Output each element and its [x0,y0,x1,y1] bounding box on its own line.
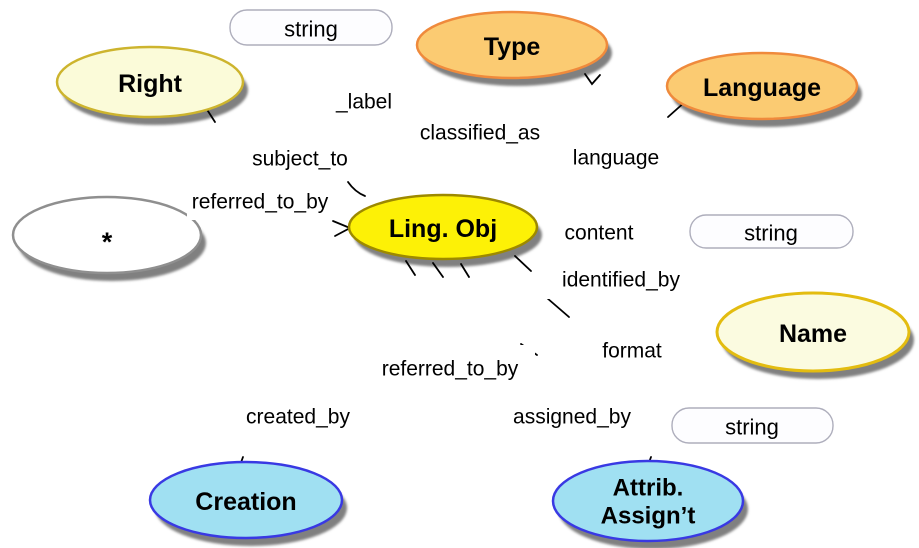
edge-label-referred-to-by-lower: referred_to_by [382,358,519,381]
node-lingobj-label: Ling. Obj [389,215,497,243]
edge-labels: _label classified_as language subject_to… [187,80,697,439]
node-type-label: Type [484,33,541,61]
edge-stub-identified-by-down [546,297,570,318]
datatype-string-top-label: string [284,17,338,42]
datatype-string-right [689,214,854,249]
edge-label-label-prop: _label [335,91,392,114]
node-right [55,45,245,119]
node-star-label: * [102,227,113,257]
edge-label-assigned-by: assigned_by [513,406,631,429]
node-name [715,291,911,373]
edge-label-language: language [573,147,659,170]
edge-stub-subject-to-to-lingobj [347,181,366,197]
datatype-string-top [229,9,393,46]
datatype-string-bottom [671,407,834,444]
edge-label-identified-by: identified_by [562,269,680,292]
node-lingobj [347,193,539,261]
datatype-string-right-label: string [744,221,798,246]
edge-label-referred-to-by-upper: referred_to_by [192,191,329,214]
edge-stub-lingobj-bottom-1 [405,260,416,276]
edge-label-classified-as: classified_as [420,122,540,145]
datatype-pills: string string string [229,9,854,444]
node-language-label: Language [703,74,821,102]
datatype-string-bottom-label: string [725,415,779,440]
node-type [415,10,609,80]
node-creation [148,460,344,540]
node-star [11,195,203,275]
edge-label-box-classified-as [403,112,558,154]
edge-label-box-format [588,327,676,373]
edge-label-box-label-prop [320,80,408,123]
node-creation-label: Creation [195,488,296,516]
edge-label-created-by: created_by [246,406,350,429]
node-attrib-label-line1: Attrib. [613,475,684,502]
nodes: Right Type Language * Ling. Obj Name Cre… [11,10,911,543]
edge-stub-lingobj-bottom-3 [460,263,470,278]
node-name-label: Name [779,320,847,348]
edge-stub-under-type [584,73,601,86]
node-attrib-label-line2: Assign’t [601,503,696,530]
edge-label-format: format [602,340,662,363]
edge-label-box-referred-to-by-upper [187,184,334,220]
node-language [665,51,859,121]
node-right-label: Right [118,70,183,98]
edge-stub-lingobj-bottom-4 [514,255,532,272]
edge-label-box-subject-to [236,138,364,178]
edge-label-box-created-by [235,394,361,439]
edge-label-box-assigned-by [498,394,647,438]
edge-label-box-blank [368,397,498,438]
node-attrib-assignment [551,459,745,543]
edge-label-box-referred-to-by-lower [365,345,535,392]
edge-label-content: content [565,222,634,245]
edge-label-subject-to: subject_to [252,148,348,171]
edge-label-box-identified-by [546,260,697,299]
edge-stub-lingobj-bottom-2 [432,262,444,278]
edge-label-box-language [556,136,676,179]
edge-label-box-content [548,211,650,254]
